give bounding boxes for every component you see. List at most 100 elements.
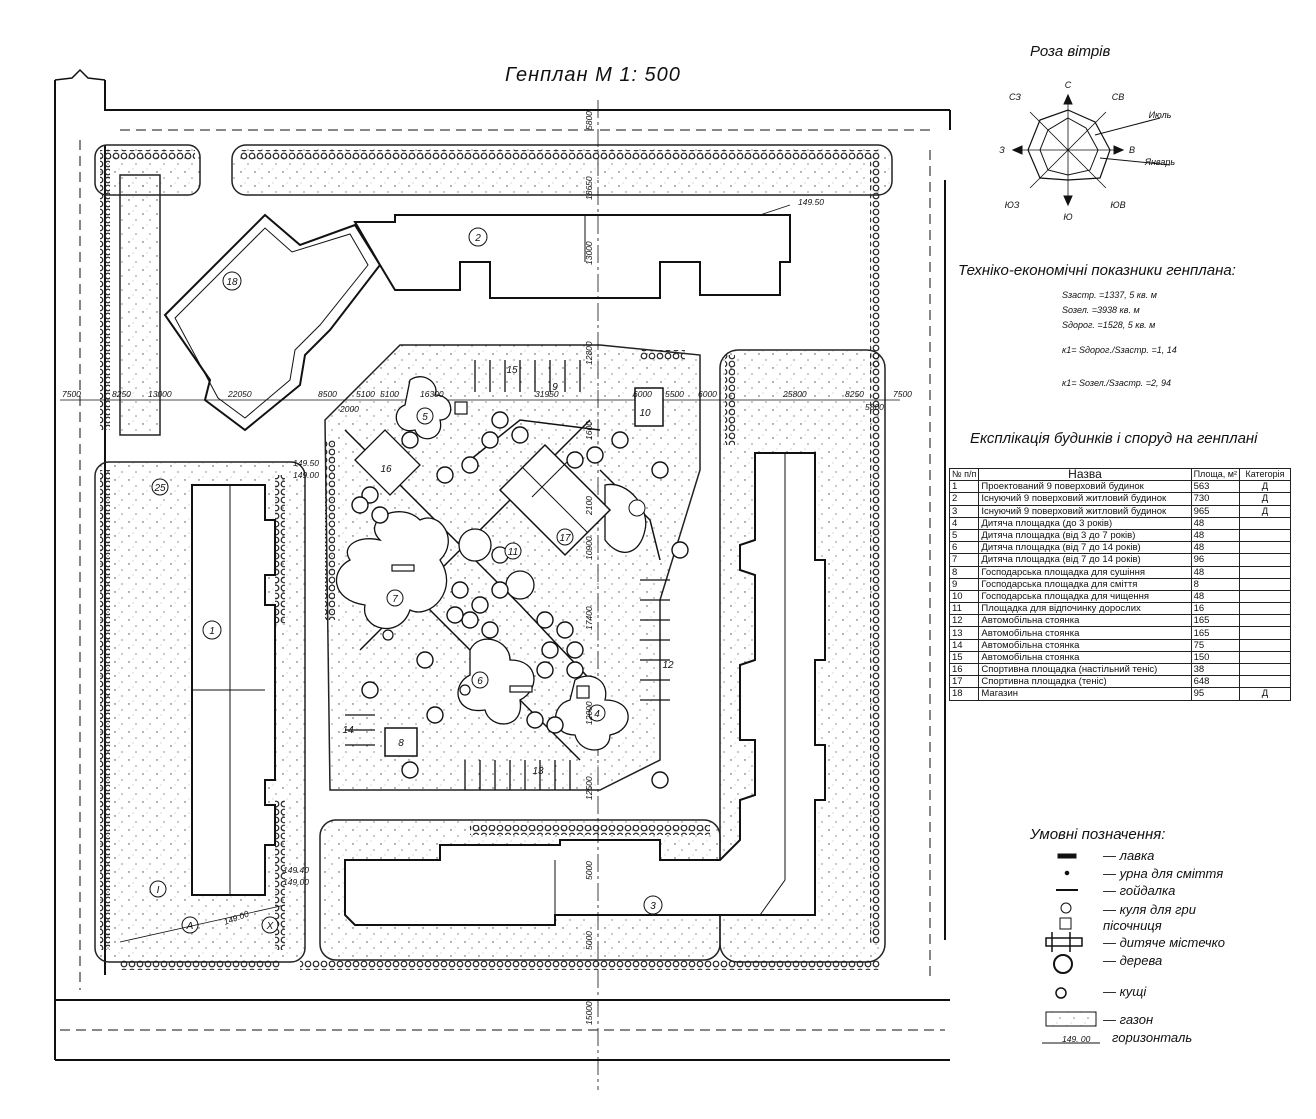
sandbox-icon [1059,917,1072,930]
dimensions: 7500 13000 8250 22050 8500 2000 5100 510… [62,111,912,1025]
feature-label-6: 6 [477,676,483,687]
explication-title: Експлікація будинків і споруд на генплан… [970,430,1258,447]
row-area: 563 [1190,480,1241,494]
feature-label-8: 8 [398,738,404,749]
building-label-3: 3 [650,901,656,912]
dim-12: 5500 [665,389,684,399]
dim-25: 15000 [584,1001,594,1025]
row-name: Спортивна площадка (теніс) [978,675,1192,689]
legend-contour-value: 149. 00 [1062,1034,1091,1044]
building-18 [163,213,382,432]
feature-label-11: 11 [508,547,518,558]
row-name: Дитяча площадка (від 7 до 14 років) [978,553,1192,567]
dim-29: 1600 [584,421,594,440]
row-number: 2 [948,492,980,506]
row-category [1239,565,1291,579]
feature-label-16: 16 [380,464,392,475]
legend-label-contour: горизонталь [1112,1030,1193,1045]
row-name: Спортивна площадка (настільний теніс) [978,662,1192,677]
playground-icon [1045,932,1083,952]
dim-3: 8250 [112,389,131,399]
row-category [1239,662,1291,677]
plan-title: Генплан М 1: 500 [505,64,681,86]
bush-icon [1055,987,1067,999]
dim-24: 5000 [584,931,594,950]
row-name: Господарська площадка для сушіння [978,565,1192,579]
row-number: 11 [948,602,980,616]
legend-label-ball: — куля для гри [1103,902,1196,917]
tree-icon [1053,954,1073,974]
wind-dir-sw: ЮЗ [1005,200,1020,210]
legend-label-playground: — дитяче містечко [1103,935,1225,950]
col-header-name: Назва [978,467,1192,482]
building-label-1: 1 [209,626,215,637]
row-number: 1 [948,480,980,494]
wind-rose-labels: С СВ В ЮВ Ю ЮЗ З СЗ Июль Январь [999,80,1175,222]
row-name: Дитяча площадка (до 3 років) [978,516,1192,530]
wind-rose [1011,93,1171,207]
row-category [1239,577,1291,591]
row-name: Автомобільна стоянка [978,614,1192,628]
dim-22: 12500 [584,776,594,800]
legend-symbols [1042,853,1100,1044]
wind-rose-title: Роза вітрів [1030,43,1111,60]
row-category [1239,553,1291,567]
row-area: 48 [1190,565,1241,579]
row-area: 48 [1190,589,1241,604]
dim-2: 13000 [148,389,172,399]
row-name: Проектований 9 поверховий будинок [978,480,1192,494]
dim-1: 7500 [62,389,81,399]
tep-line-4: к1= Sдорог./Sзастр. =1, 14 [1062,345,1177,355]
dim-21: 12000 [584,701,594,725]
plan-labels: 1 2 3 18 4 5 6 7 8 9 10 11 12 13 14 15 1… [149,227,674,934]
dim-23: 5000 [584,861,594,880]
legend-label-trash-bin: — урна для сміття [1103,866,1224,881]
row-category [1239,528,1291,543]
feature-label-14: 14 [342,725,354,736]
row-category [1239,516,1291,530]
row-name: Господарська площадка для сміття [978,577,1192,591]
contour-4: 149.40 [283,865,309,875]
dim-19: 13000 [584,241,594,265]
legend-label-swing: — гойдалка [1103,883,1176,898]
dim-10: 31950 [535,389,559,399]
row-area: 48 [1190,528,1241,543]
bench-icon [1057,853,1077,859]
row-number: 5 [948,528,980,543]
col-header-number: № п/п [948,467,980,482]
legend-label-bench: — лавка [1103,848,1155,863]
col-header-area: Площа, м² [1190,467,1241,482]
row-number: 17 [948,675,980,689]
dim-26: 17400 [584,606,594,630]
wind-dir-ne: СВ [1112,92,1125,102]
row-name: Автомобільна стоянка [978,650,1192,665]
row-number: 16 [948,662,980,677]
feature-label-25: 25 [153,483,166,494]
row-name: Дитяча площадка (від 3 до 7 років) [978,528,1192,543]
row-area: 38 [1190,662,1241,677]
building-label-18: 18 [226,277,238,288]
row-name: Господарська площадка для чищення [978,589,1192,604]
row-number: 13 [948,626,980,640]
hedges [100,150,880,970]
wind-january: Январь [1144,157,1176,167]
legend-label-sandbox: пісочниця [1103,918,1162,933]
dim-30: 2100 [584,496,594,516]
